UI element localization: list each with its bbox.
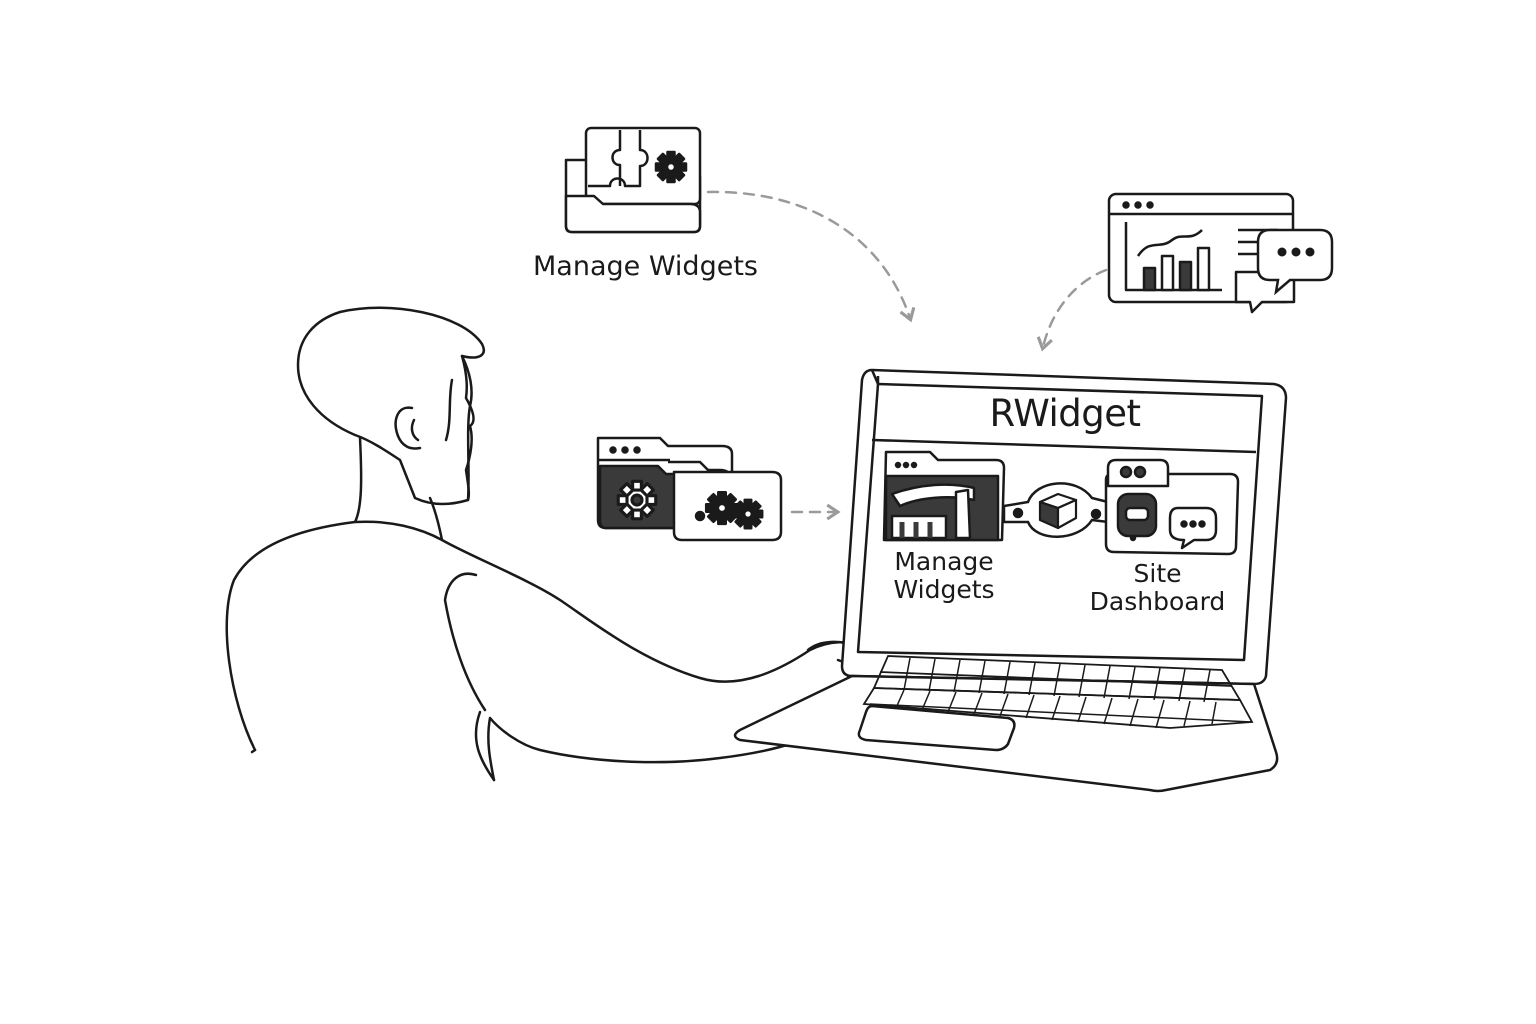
person-ear bbox=[394, 406, 422, 450]
screen-manage-line2: Widgets bbox=[893, 575, 995, 604]
trackpad bbox=[857, 704, 1016, 752]
arrow-top-to-laptop bbox=[706, 190, 916, 323]
puzzle-folder-gear-icon bbox=[564, 126, 702, 234]
screen-site-dashboard-label: Site Dashboard bbox=[1075, 560, 1240, 616]
manage-widgets-label: Manage Widgets bbox=[533, 251, 758, 282]
screen-site-line1: Site bbox=[1133, 559, 1182, 588]
screen-manage-line1: Manage bbox=[894, 547, 994, 576]
screen-site-line2: Dashboard bbox=[1089, 587, 1226, 616]
screen-widgets-window bbox=[882, 450, 1006, 542]
chat-bubble-icon bbox=[1256, 228, 1334, 296]
analytics-window-chat-icon bbox=[1107, 192, 1296, 314]
person-hair bbox=[296, 306, 485, 506]
screen-header-divider bbox=[871, 438, 1257, 454]
screen-dashboard-window bbox=[1104, 458, 1240, 556]
screen-manage-widgets-label: Manage Widgets bbox=[878, 548, 1010, 604]
laptop-keyboard bbox=[862, 655, 1254, 729]
person-neck bbox=[353, 436, 444, 542]
arrow-analytics-to-laptop bbox=[1036, 268, 1108, 352]
cube-icon bbox=[1038, 492, 1078, 530]
person-sleeve bbox=[443, 572, 487, 712]
person-figure bbox=[225, 306, 890, 782]
gear-folders-icon bbox=[596, 436, 783, 542]
person-shirt bbox=[225, 520, 890, 782]
person-face bbox=[460, 354, 475, 502]
screen-title: RWidget bbox=[989, 392, 1141, 435]
